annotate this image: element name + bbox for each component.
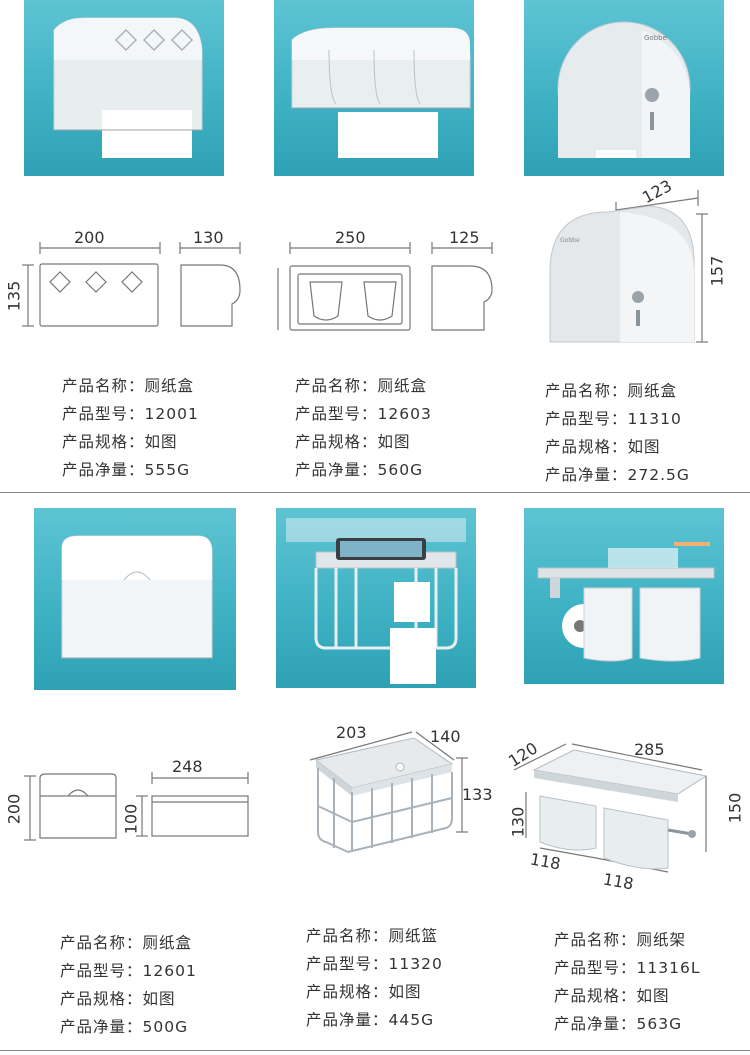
spec-row-model: 产品型号：12001 bbox=[62, 405, 199, 423]
dimension-drawing-11310: Gobbe bbox=[549, 190, 708, 343]
spec-row-size: 产品规格：如图 bbox=[295, 433, 411, 451]
spec-row-size: 产品规格：如图 bbox=[60, 990, 176, 1008]
dimension-drawing-11320 bbox=[309, 731, 468, 854]
spec-row-weight: 产品净量：500G bbox=[60, 1018, 189, 1036]
spec-row-size: 产品规格：如图 bbox=[62, 433, 178, 451]
spec-row-name: 产品名称：厕纸盒 bbox=[545, 382, 678, 400]
product-photo-11316L bbox=[524, 508, 724, 684]
product-photo-12603 bbox=[274, 0, 474, 176]
dim-width-12603: 250 bbox=[335, 228, 366, 247]
spec-list-12603: 产品名称：厕纸盒 产品型号：12603 产品规格：如图 产品净量：560G bbox=[295, 372, 432, 484]
product-photo-12001 bbox=[24, 0, 224, 176]
spec-list-12601: 产品名称：厕纸盒 产品型号：12601 产品规格：如图 产品净量：500G bbox=[60, 929, 197, 1041]
product-photo-11310: Gobbe bbox=[524, 0, 724, 176]
dim-height-11310: 157 bbox=[707, 255, 727, 287]
dim-depth-11320: 140 bbox=[430, 727, 461, 746]
product-photo-11320 bbox=[276, 508, 476, 688]
spec-row-size: 产品规格：如图 bbox=[554, 987, 670, 1005]
dimension-drawing-12601 bbox=[24, 772, 249, 841]
dim-depth-12601: 100 bbox=[121, 803, 141, 835]
spec-list-11310: 产品名称：厕纸盒 产品型号：11310 产品规格：如图 产品净量：272.5G bbox=[545, 377, 690, 489]
section-divider bbox=[0, 492, 750, 493]
dimension-drawing-12603 bbox=[277, 242, 493, 331]
spec-row-model: 产品型号：12601 bbox=[60, 962, 197, 980]
dim-width-12601: 248 bbox=[172, 757, 203, 776]
brand-logo: Gobbe bbox=[644, 34, 667, 42]
spec-row-name: 产品名称：厕纸架 bbox=[554, 931, 687, 949]
dim-depth-12001: 130 bbox=[193, 228, 224, 247]
dimension-drawing-11316L bbox=[513, 743, 708, 873]
spec-list-11316L: 产品名称：厕纸架 产品型号：11316L 产品规格：如图 产品净量：563G bbox=[554, 926, 700, 1038]
dimension-drawing-12001 bbox=[22, 242, 241, 327]
spec-list-12001: 产品名称：厕纸盒 产品型号：12001 产品规格：如图 产品净量：555G bbox=[62, 372, 199, 484]
spec-row-weight: 产品净量：445G bbox=[306, 1011, 435, 1029]
spec-row-name: 产品名称：厕纸篮 bbox=[306, 927, 439, 945]
spec-row-name: 产品名称：厕纸盒 bbox=[60, 934, 193, 952]
dim-width-11316L: 285 bbox=[634, 740, 665, 759]
dim-width-11320: 203 bbox=[336, 723, 367, 742]
dim-height-12601: 200 bbox=[4, 793, 24, 825]
spec-row-model: 产品型号：11320 bbox=[306, 955, 443, 973]
spec-row-size: 产品规格：如图 bbox=[545, 438, 661, 456]
spec-row-size: 产品规格：如图 bbox=[306, 983, 422, 1001]
spec-row-weight: 产品净量：272.5G bbox=[545, 466, 690, 484]
dim-height-12001: 135 bbox=[4, 280, 24, 312]
brand-logo-drawing: Gobbe bbox=[560, 237, 580, 244]
spec-row-weight: 产品净量：563G bbox=[554, 1015, 683, 1033]
spec-row-model: 产品型号：12603 bbox=[295, 405, 432, 423]
dim-height-right-11316L: 150 bbox=[725, 792, 745, 824]
spec-row-weight: 产品净量：555G bbox=[62, 461, 191, 479]
dim-height-left-11316L: 130 bbox=[508, 806, 528, 838]
spec-row-name: 产品名称：厕纸盒 bbox=[295, 377, 428, 395]
spec-row-model: 产品型号：11316L bbox=[554, 959, 701, 977]
bottom-divider bbox=[0, 1050, 750, 1051]
spec-row-name: 产品名称：厕纸盒 bbox=[62, 377, 195, 395]
product-photo-12601 bbox=[34, 508, 236, 690]
dim-height-11320: 133 bbox=[462, 785, 493, 804]
spec-list-11320: 产品名称：厕纸篮 产品型号：11320 产品规格：如图 产品净量：445G bbox=[306, 922, 443, 1034]
dim-width-12001: 200 bbox=[74, 228, 105, 247]
spec-row-weight: 产品净量：560G bbox=[295, 461, 424, 479]
dim-depth-12603: 125 bbox=[449, 228, 480, 247]
spec-row-model: 产品型号：11310 bbox=[545, 410, 682, 428]
